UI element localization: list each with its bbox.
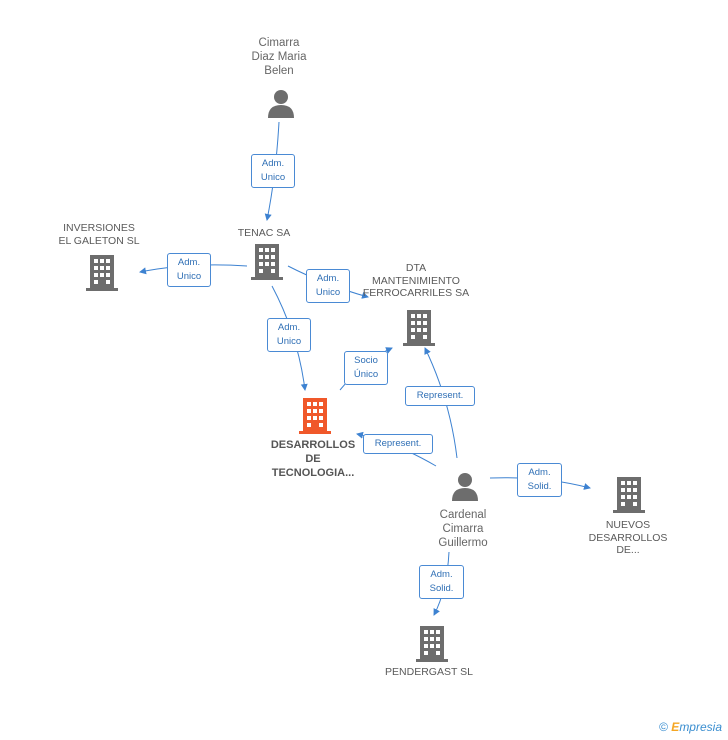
empresia-logo[interactable]: © Empresia [659,720,722,734]
brand-name: mpresia [679,720,722,734]
person-icon[interactable] [266,88,296,118]
edge-label-cimarra-tenac[interactable]: Adm. Unico [251,154,295,188]
node-pendergast-label[interactable]: PENDERGAST SL [385,666,473,678]
edge-label-cardenal-dta[interactable]: Represent. [405,386,475,406]
node-desarrollos-label[interactable]: DESARROLLOS DE TECNOLOGIA... [270,439,356,479]
building-icon[interactable] [86,255,118,291]
edge-label-tenac-desarrollos[interactable]: Adm. Unico [267,318,311,352]
edge-label-desarrollos-dta[interactable]: Socio Único [344,351,388,385]
building-icon[interactable] [299,398,331,434]
edge-label-tenac-dta[interactable]: Adm. Unico [306,269,350,303]
edge-label-cardenal-nuevos[interactable]: Adm. Solid. [517,463,562,497]
person-icon[interactable] [450,471,480,501]
copyright-symbol: © [659,720,668,734]
node-tenac-label[interactable]: TENAC SA [237,227,291,239]
edge-label-tenac-inversiones[interactable]: Adm. Unico [167,253,211,287]
node-nuevos-label[interactable]: NUEVOS DESARROLLOS DE... [588,519,668,556]
node-inversiones-label[interactable]: INVERSIONES EL GALETON SL [58,222,140,247]
building-icon[interactable] [251,244,283,280]
node-cimarra-diaz-label[interactable]: Cimarra Diaz Maria Belen [251,37,307,77]
brand-initial: E [671,720,680,734]
node-cardenal-label[interactable]: Cardenal Cimarra Guillermo [438,509,488,549]
building-icon[interactable] [613,477,645,513]
edge-label-cardenal-desarrollos[interactable]: Represent. [363,434,433,454]
node-dta-label[interactable]: DTA MANTENIMIENTO FERROCARRILES SA [362,262,470,299]
edge-label-cardenal-pendergast[interactable]: Adm. Solid. [419,565,464,599]
building-icon[interactable] [403,310,435,346]
building-icon[interactable] [416,626,448,662]
